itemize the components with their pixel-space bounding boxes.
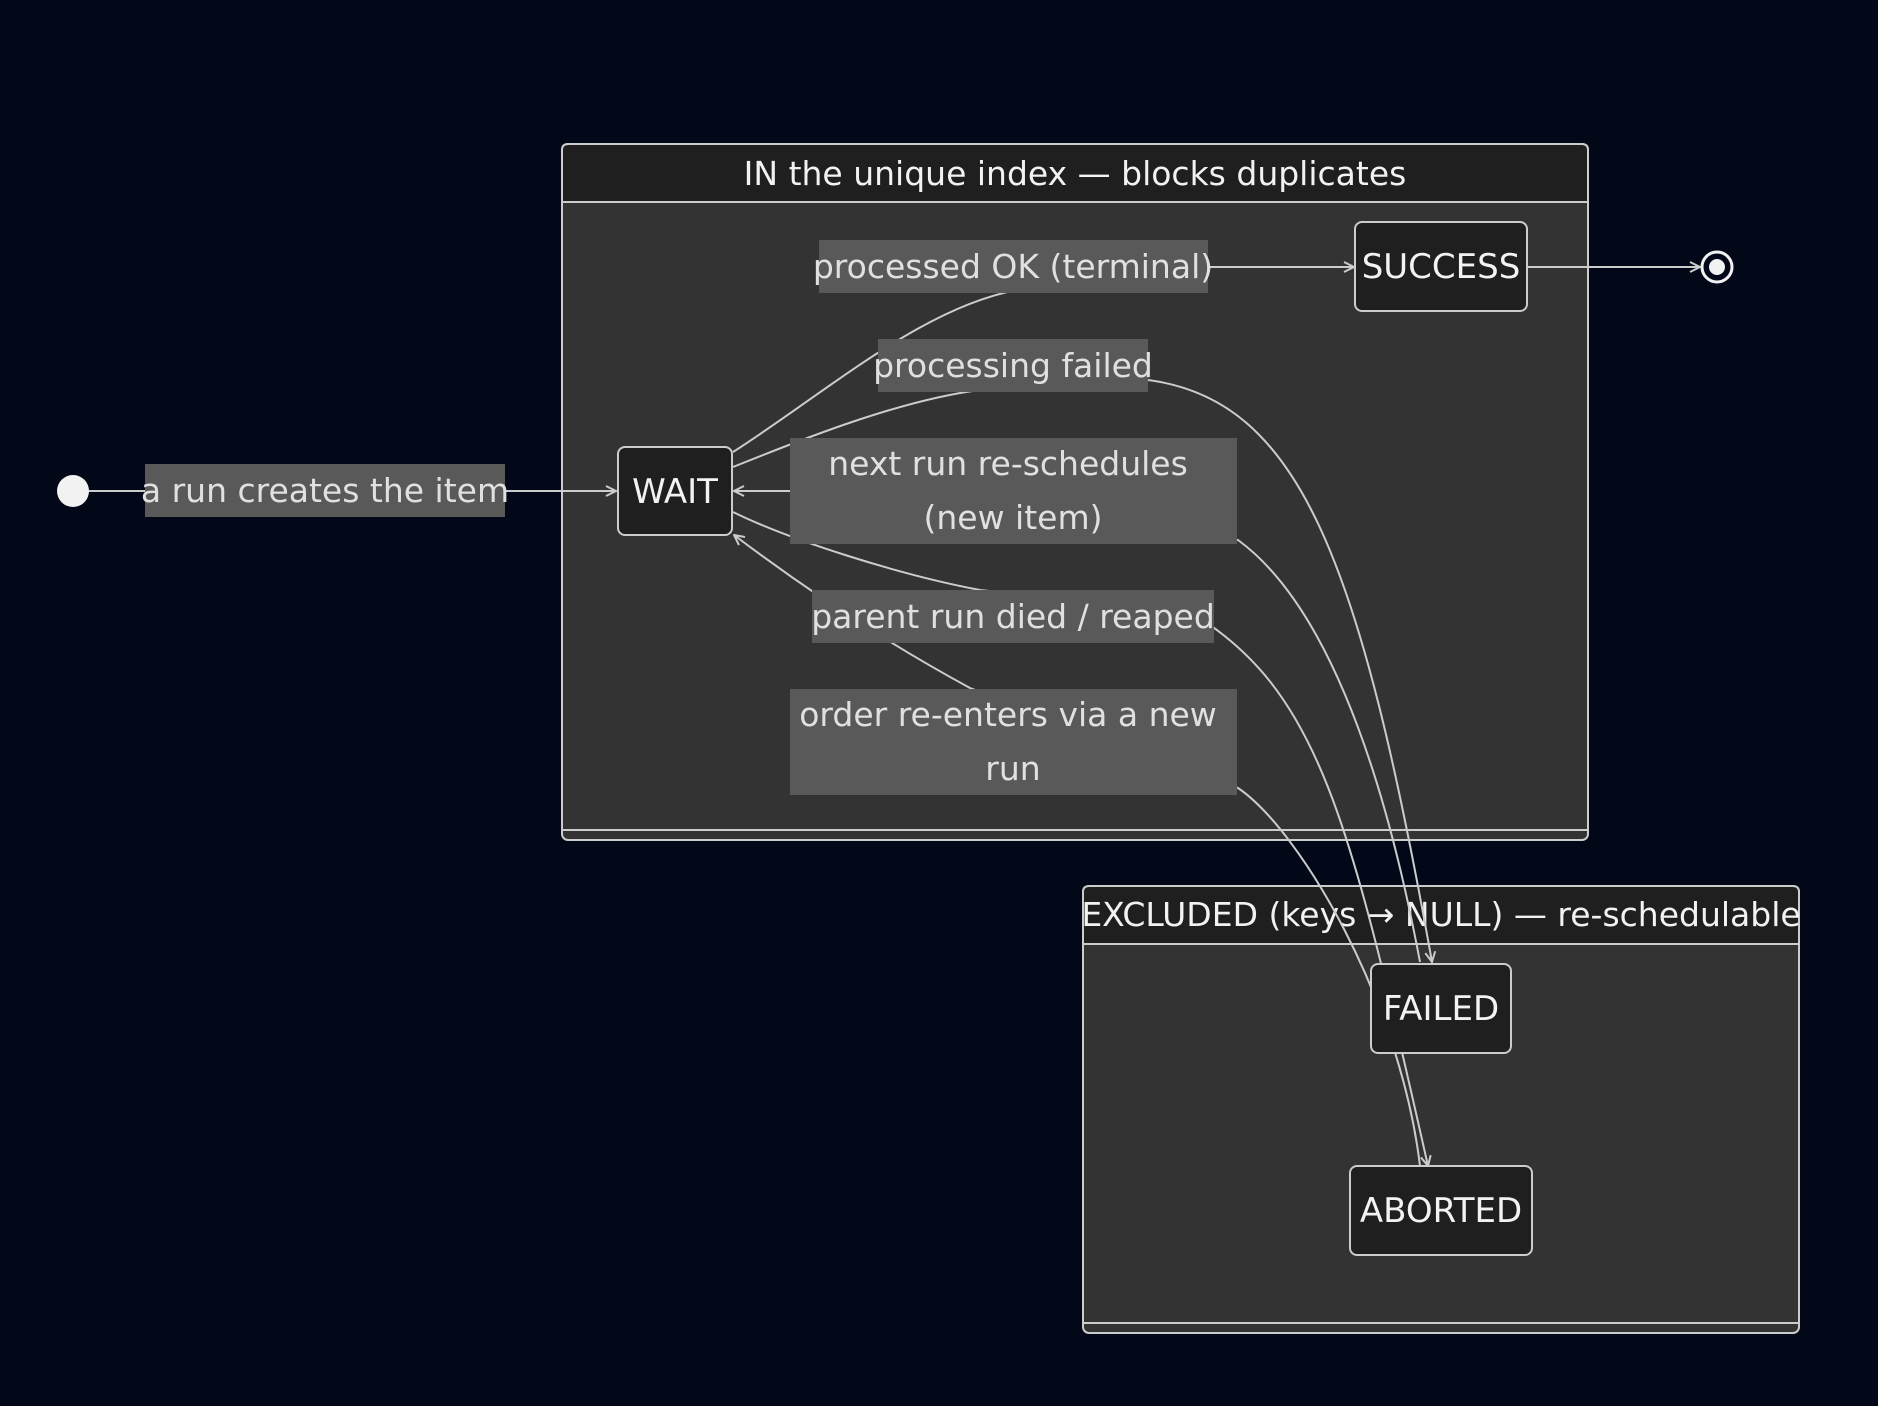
transition-label-start-text: a run creates the item [141,471,509,510]
transition-label-processing-failed-text: processing failed [873,346,1153,385]
transition-label-reschedule-line1: next run re-schedules [828,444,1188,483]
state-success[interactable]: SUCCESS [1354,221,1528,312]
transition-label-reschedule-line2: (new item) [923,498,1102,537]
state-success-label: SUCCESS [1362,247,1521,287]
state-failed[interactable]: FAILED [1370,963,1512,1054]
state-wait[interactable]: WAIT [617,446,733,536]
state-failed-label: FAILED [1383,989,1499,1029]
cluster-excluded-title: EXCLUDED (keys → NULL) — re-schedulable [1081,895,1800,934]
transition-label-processed-ok: processed OK (terminal) [813,240,1213,293]
state-aborted-label: ABORTED [1360,1191,1522,1231]
cluster-in-index-title: IN the unique index — blocks duplicates [744,154,1407,193]
end-state-icon [1700,250,1734,284]
edge-wait-to-failed [732,378,1432,962]
edge-wait-to-aborted [732,511,1428,1166]
transition-label-parent-died: parent run died / reaped [811,590,1215,643]
edge-failed-to-wait [734,491,1421,963]
transition-label-reenter-line1: order re-enters via a new [799,695,1217,734]
transition-label-reenter-line2: run [985,749,1040,788]
start-state-icon [57,475,89,507]
transition-label-processing-failed: processing failed [873,339,1153,392]
transition-label-start: a run creates the item [141,464,509,517]
transition-label-reschedule: next run re-schedules (new item) [790,438,1237,544]
state-aborted[interactable]: ABORTED [1349,1165,1533,1256]
cluster-excluded: EXCLUDED (keys → NULL) — re-schedulable [1081,885,1801,1334]
transition-label-parent-died-text: parent run died / reaped [811,597,1215,636]
transition-label-processed-ok-text: processed OK (terminal) [813,247,1213,286]
transition-label-reenter: order re-enters via a new run [790,689,1237,795]
state-wait-label: WAIT [632,472,718,512]
